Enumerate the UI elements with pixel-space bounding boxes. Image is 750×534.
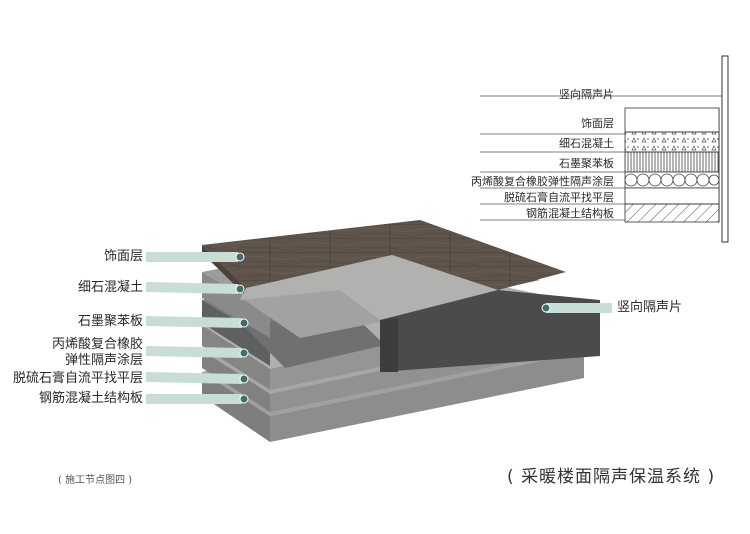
leader-band-fine-concrete: [146, 282, 238, 294]
section-label-rc-slab: 钢筋混凝土结构板: [526, 207, 614, 220]
layer-label-fine-concrete: 细石混凝土: [77, 280, 143, 295]
layer-label-gypsum: 脱硫石膏自流平找平层: [12, 371, 143, 386]
leader-dot-eps: [239, 318, 249, 328]
layer-label-finish: 饰面层: [103, 249, 143, 264]
finish-wood-top: [202, 220, 566, 290]
leader-bands: [146, 252, 612, 404]
vertical-strip-face: [380, 318, 398, 372]
section-label-vertical-strip: 竖向隔声片: [559, 88, 614, 101]
section-label-fine-concrete: 细石混凝土: [559, 137, 614, 150]
leader-dot-fine-concrete: [235, 284, 245, 294]
layered-block-3d: [146, 220, 612, 442]
layer-label-acrylic-line2: 弹性隔声涂层: [64, 353, 143, 368]
section-diagram: [480, 55, 729, 243]
leader-dot-acrylic: [239, 348, 249, 358]
section-fine-concrete-layer: [624, 131, 720, 153]
leader-band-finish: [146, 252, 238, 262]
section-gypsum-layer: [624, 187, 720, 205]
leader-band-rc: [146, 394, 242, 404]
section-label-acrylic: 丙烯酸复合橡胶弹性隔声涂层: [471, 175, 614, 188]
section-acrylic-circles: [624, 173, 720, 187]
leader-dot-rc: [239, 394, 249, 404]
rc-slab-front: [202, 372, 270, 442]
leader-band-vertical: [546, 303, 612, 313]
section-graphite-eps-layer: [624, 151, 720, 173]
finish-inner-concrete: [240, 255, 498, 320]
system-caption: ( 采暖楼面隔声保温系统 ): [507, 467, 716, 487]
leader-dot-vertical: [541, 303, 551, 313]
graphite-eps-front: [202, 300, 270, 366]
section-wall: [721, 55, 729, 243]
leader-band-acrylic: [146, 346, 242, 358]
layer-label-acrylic-line1: 丙烯酸复合橡胶: [51, 337, 143, 352]
layer-label-vertical-strip: 竖向隔声片: [617, 300, 683, 315]
leader-dot-finish: [235, 252, 245, 262]
leader-band-gypsum: [146, 372, 242, 384]
section-label-finish: 饰面层: [581, 117, 614, 130]
section-rc-slab-layer: [624, 203, 720, 223]
rc-slab-right: [270, 352, 584, 442]
leader-band-eps: [146, 316, 242, 328]
section-finish-layer: [624, 107, 720, 133]
leader-dots: [235, 252, 551, 404]
layer-label-graphite-eps: 石墨聚苯板: [77, 314, 143, 329]
node-caption: ( 施工节点图四 ): [58, 475, 133, 486]
layer-label-rc-slab: 钢筋混凝土结构板: [38, 391, 143, 406]
leader-dot-gypsum: [239, 374, 249, 384]
section-label-gypsum: 脱硫石膏自流平找平层: [504, 191, 614, 204]
section-label-graphite-eps: 石墨聚苯板: [559, 157, 614, 170]
